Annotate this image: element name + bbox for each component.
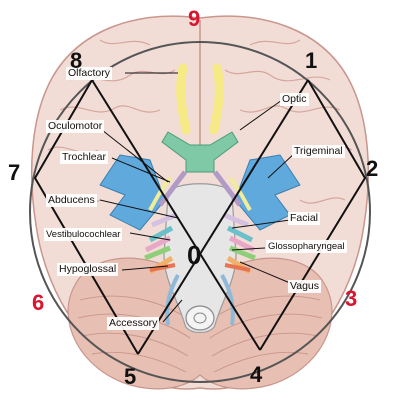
number-1: 1 <box>305 48 318 73</box>
label-trochlear: Trochlear <box>60 151 108 164</box>
label-oculomotor: Oculomotor <box>46 120 105 133</box>
number-9: 9 <box>188 6 201 31</box>
number-0: 0 <box>187 240 202 270</box>
spinal-cord-section <box>185 305 215 331</box>
leader-lines <box>99 72 297 323</box>
olfactory-tract-right <box>209 63 224 135</box>
number-6: 6 <box>32 290 45 315</box>
cerebellum-folia <box>77 295 323 373</box>
number-5: 5 <box>124 364 137 389</box>
number-8: 8 <box>70 48 83 73</box>
label-facial: Facial <box>288 212 321 225</box>
brainstem-shape <box>163 183 237 334</box>
label-trigeminal: Trigeminal <box>292 145 345 158</box>
label-glossopharyngeal: Glossopharyngeal <box>266 240 347 253</box>
label-abducens: Abducens <box>46 194 97 207</box>
label-hypoglossal: Hypoglossal <box>57 263 119 276</box>
overlay-circle <box>29 41 371 383</box>
label-vestibulocochlear: Vestibulocochlear <box>44 228 123 241</box>
number-4: 4 <box>250 362 263 387</box>
optic-chiasm <box>161 131 239 173</box>
overlay-polygon <box>33 79 367 355</box>
label-vagus: Vagus <box>288 280 321 293</box>
label-accessory: Accessory <box>107 317 160 330</box>
number-2: 2 <box>366 156 379 181</box>
label-olfactory: Olfactory <box>66 67 113 80</box>
label-optic: Optic <box>280 93 309 106</box>
number-7: 7 <box>8 160 21 185</box>
olfactory-tract-left <box>176 63 191 135</box>
number-3: 3 <box>345 286 358 311</box>
